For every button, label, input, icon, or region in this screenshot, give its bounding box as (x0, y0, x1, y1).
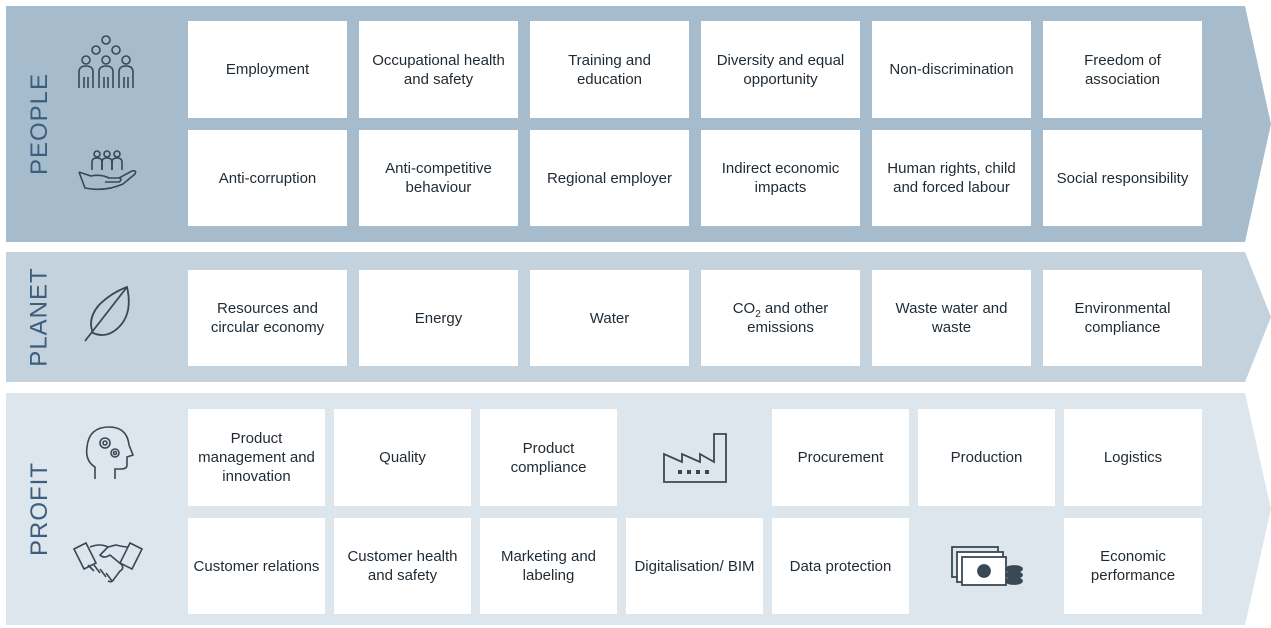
co2-subscript: 2 (755, 309, 761, 320)
topic-card-customer-relations: Customer relations (188, 518, 325, 614)
topic-card-marketing: Marketing and labeling (480, 518, 617, 614)
topic-card-customer-health: Customer health and safety (334, 518, 471, 614)
topic-card-energy: Energy (359, 270, 518, 366)
topic-card-non-discrimination: Non-discrimination (872, 21, 1031, 118)
topic-card-co2-emissions: CO2 and other emissions (701, 270, 860, 366)
topic-card-anti-corruption: Anti-corruption (188, 130, 347, 226)
topic-card-anti-competitive: Anti-competitive behaviour (359, 130, 518, 226)
topic-card-training: Training and education (530, 21, 689, 118)
people-label: PEOPLE (26, 72, 54, 176)
topic-card-social-responsibility: Social responsibility (1043, 130, 1202, 226)
factory-icon (626, 409, 763, 506)
topic-card-procurement: Procurement (772, 409, 909, 506)
topic-card-freedom-of-association: Freedom of association (1043, 21, 1202, 118)
topic-card-logistics: Logistics (1064, 409, 1202, 506)
topic-card-regional-employer: Regional employer (530, 130, 689, 226)
topic-card-quality: Quality (334, 409, 471, 506)
profit-label: PROFIT (26, 462, 53, 556)
topic-card-economic-performance: Economic performance (1064, 518, 1202, 614)
topic-card-product-management: Product management and innovation (188, 409, 325, 506)
money-and-coins-icon (918, 518, 1055, 614)
topic-card-resources: Resources and circular economy (188, 270, 347, 366)
handshake-icon (72, 536, 144, 588)
topic-card-production: Production (918, 409, 1055, 506)
co2-rest-text: and other emissions (747, 300, 829, 336)
leaf-icon (78, 282, 134, 346)
topic-card-environmental-compliance: Environmental compliance (1043, 270, 1202, 366)
topic-card-indirect-economic: Indirect economic impacts (701, 130, 860, 226)
topic-card-waste: Waste water and waste (872, 270, 1031, 366)
topic-card-occupational-health: Occupational health and safety (359, 21, 518, 118)
topic-card-human-rights: Human rights, child and forced labour (872, 130, 1031, 226)
hand-holding-people-icon (74, 146, 140, 196)
planet-label: PLANET (26, 267, 53, 367)
head-with-gears-icon (80, 420, 136, 484)
topic-card-product-compliance: Product compliance (480, 409, 617, 506)
topic-card-employment: Employment (188, 21, 347, 118)
co2-text: CO (732, 300, 756, 317)
topic-card-water: Water (530, 270, 689, 366)
topic-card-data-protection: Data protection (772, 518, 909, 614)
group-of-people-icon (74, 32, 138, 96)
topic-card-diversity: Diversity and equal opportunity (701, 21, 860, 118)
topic-card-digitalisation: Digitalisation/ BIM (626, 518, 763, 614)
